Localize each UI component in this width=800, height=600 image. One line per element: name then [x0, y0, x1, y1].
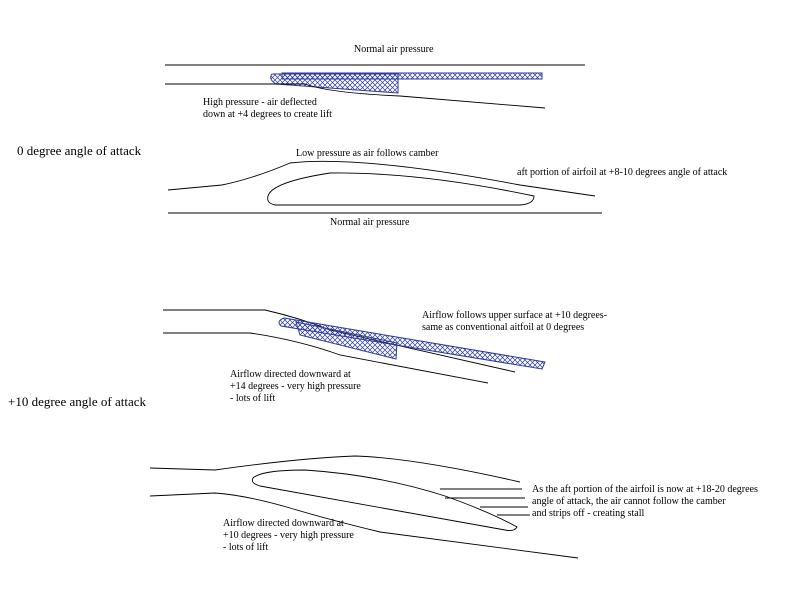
label-stall-note-line-2: angle of attack, the air cannot follow t… [532, 496, 726, 507]
mid-flow-line-lower [163, 332, 489, 384]
label-stall-note-line-3: and strips off - creating stall [532, 508, 645, 519]
bottom-flow-line-lower [149, 492, 579, 559]
label-airflow-directed-10-line-3: - lots of lift [223, 542, 269, 553]
label-airflow-directed-14: Airflow directed downward at +14 degrees… [230, 369, 361, 405]
label-stall-note-line-1: As the aft portion of the airfoil is now… [532, 484, 758, 495]
bottom-flow-line-upper [149, 455, 521, 483]
top-flow-camber-line [167, 160, 596, 197]
label-high-pressure: High pressure - air deflected down at +4… [203, 97, 332, 121]
label-airflow-upper-surface-line-2: same as conventional aitfoil at 0 degree… [422, 322, 585, 333]
label-airflow-directed-10-line-2: +10 degrees - very high pressure [223, 530, 354, 541]
label-airflow-directed-14-line-2: +14 degrees - very high pressure [230, 381, 361, 392]
label-normal-pressure-bottom: Normal air pressure [330, 217, 410, 228]
heading-ten-degree: +10 degree angle of attack [8, 394, 146, 409]
label-low-pressure: Low pressure as air follows camber [296, 148, 439, 159]
top-flow-line-lower [165, 83, 546, 109]
label-high-pressure-line-1: High pressure - air deflected [203, 97, 317, 108]
label-aft-portion: aft portion of airfoil at +8-10 degrees … [517, 167, 728, 178]
mid-hatch-upper-surface [278, 317, 546, 370]
label-airflow-directed-10: Airflow directed downward at +10 degrees… [223, 518, 354, 554]
label-airflow-upper-surface-line-1: Airflow follows upper surface at +10 deg… [422, 310, 608, 321]
label-normal-pressure-top: Normal air pressure [354, 44, 434, 55]
heading-zero-degree: 0 degree angle of attack [17, 143, 142, 158]
bottom-airfoil [251, 469, 518, 532]
mid-hatch-deflected-plate [295, 321, 398, 360]
top-airfoil [267, 172, 535, 206]
label-high-pressure-line-2: down at +4 degrees to create lift [203, 109, 332, 120]
label-airflow-directed-10-line-1: Airflow directed downward at [223, 518, 344, 529]
label-stall-note: As the aft portion of the airfoil is now… [532, 484, 758, 520]
label-airflow-directed-14-line-1: Airflow directed downward at [230, 369, 351, 380]
label-airflow-upper-surface: Airflow follows upper surface at +10 deg… [422, 310, 607, 334]
label-airflow-directed-14-line-3: - lots of lift [230, 393, 276, 404]
top-flat-plate-aft [281, 72, 543, 80]
